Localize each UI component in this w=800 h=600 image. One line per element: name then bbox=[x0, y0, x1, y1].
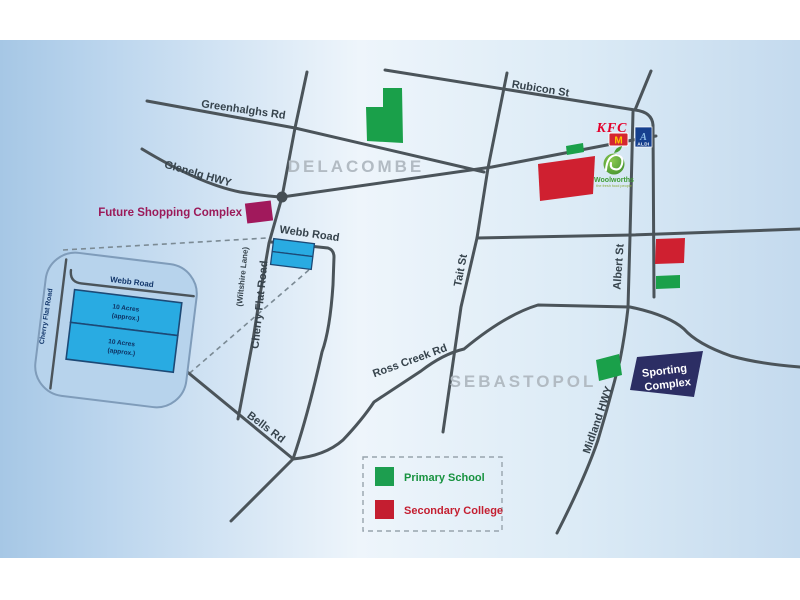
road-network bbox=[140, 68, 800, 535]
primary-school-east bbox=[656, 275, 680, 289]
road-ross-creek bbox=[229, 303, 800, 523]
future-shopping-complex-marker bbox=[244, 200, 274, 224]
secondary-college-east bbox=[655, 238, 685, 264]
subject-parcel bbox=[269, 237, 316, 271]
mcdonalds-logo: M bbox=[608, 132, 629, 147]
inset-lot-1-label: 10 Acres (approx.) bbox=[111, 303, 141, 322]
sporting-complex-label: Sporting Complex bbox=[641, 362, 692, 394]
secondary-college-delacombe bbox=[538, 156, 595, 201]
primary-school-delacombe bbox=[366, 88, 403, 143]
road-webb-south bbox=[269, 240, 336, 461]
inset-lot-2-label: 10 Acres (approx.) bbox=[107, 338, 137, 357]
primary-school-glenelg bbox=[566, 143, 584, 155]
label-albert-st: Albert St bbox=[611, 243, 626, 290]
road-tait bbox=[441, 71, 509, 434]
woolworths-logo: Woolworths the fresh food people bbox=[594, 146, 634, 188]
inset-road-webb bbox=[69, 268, 195, 298]
legend-primary-school-label: Primary School bbox=[404, 472, 485, 484]
aldi-wordmark: ALDI bbox=[637, 142, 649, 147]
label-suburb-sebastopol: SEBASTOPOL bbox=[450, 372, 597, 391]
woolworths-swirl-icon bbox=[604, 153, 624, 172]
aldi-a-icon: A bbox=[639, 132, 647, 143]
road-rubicon bbox=[383, 68, 637, 112]
road-glenelg-west bbox=[140, 147, 284, 199]
primary-school-midland bbox=[596, 354, 622, 381]
road-junction-dot bbox=[276, 191, 288, 203]
label-suburb-delacombe: DELACOMBE bbox=[288, 157, 425, 176]
road-vertical-east bbox=[633, 108, 656, 299]
road-albert-midland bbox=[555, 110, 635, 535]
road-east-west-unnamed bbox=[475, 227, 800, 240]
legend-box bbox=[362, 456, 503, 532]
inset-road-cherry-flat bbox=[49, 258, 68, 390]
sporting-complex-marker bbox=[630, 351, 703, 397]
future-shopping-complex-label: Future Shopping Complex bbox=[98, 207, 242, 219]
inset-lot-2 bbox=[65, 321, 179, 374]
road-north-unnamed bbox=[280, 70, 309, 199]
legend-primary-school-swatch bbox=[375, 467, 394, 486]
woolworths-wordmark: Woolworths bbox=[594, 177, 634, 184]
legend-secondary-college-label: Secondary College bbox=[404, 505, 503, 517]
woolworths-leaf-icon bbox=[614, 146, 622, 153]
legend-secondary-college-swatch bbox=[375, 500, 394, 519]
legend: Primary School Secondary College bbox=[362, 456, 503, 532]
road-bells bbox=[172, 359, 294, 460]
woolworths-tagline: the fresh food people bbox=[596, 184, 632, 188]
kfc-logo: KFC bbox=[595, 121, 627, 136]
inset-leader-line-top bbox=[62, 237, 268, 251]
parcel-inset: Webb Road Cherry Flat Road 10 Acres (app… bbox=[34, 251, 198, 409]
mcdonalds-arches-icon: M bbox=[614, 136, 622, 147]
road-cherry-flat bbox=[236, 195, 284, 421]
inset-leader-line-bottom bbox=[168, 268, 311, 392]
road-northeast-unnamed bbox=[633, 69, 653, 112]
aldi-logo: A ALDI bbox=[634, 126, 653, 148]
